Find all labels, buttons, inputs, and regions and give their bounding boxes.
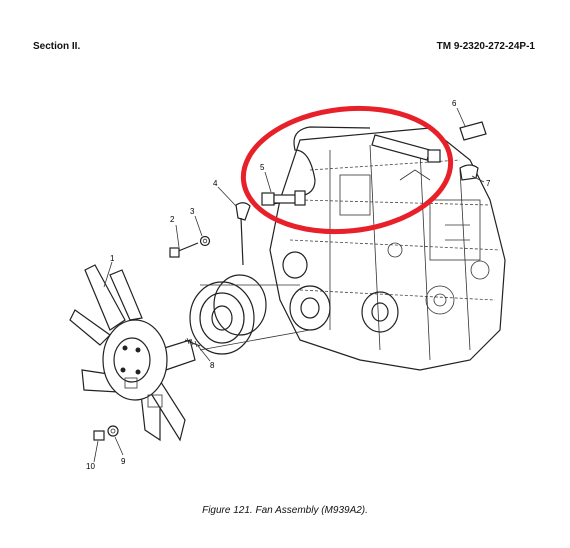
callout-5: 5 bbox=[260, 163, 265, 172]
engine-block bbox=[269, 127, 506, 371]
callout-3: 3 bbox=[190, 207, 195, 216]
callout-8: 8 bbox=[210, 361, 215, 370]
bolt-washer bbox=[169, 235, 211, 258]
callout-9: 9 bbox=[121, 457, 126, 466]
hose-assembly bbox=[261, 121, 487, 206]
leader-lines bbox=[93, 107, 485, 463]
stud bbox=[184, 337, 201, 348]
manual-number: TM 9-2320-272-24P-1 bbox=[436, 41, 535, 52]
callout-numbers: 1 2 3 4 5 6 7 8 9 10 bbox=[86, 99, 491, 471]
callout-2: 2 bbox=[170, 215, 175, 224]
callout-4: 4 bbox=[213, 179, 218, 188]
figure-caption: Figure 121. Fan Assembly (M939A2). bbox=[202, 505, 368, 516]
callout-1: 1 bbox=[110, 254, 115, 263]
callout-10: 10 bbox=[86, 462, 95, 471]
callout-6: 6 bbox=[452, 99, 457, 108]
elbow-fitting bbox=[235, 202, 251, 266]
fan bbox=[69, 264, 196, 442]
callout-7: 7 bbox=[486, 179, 491, 188]
pulleys bbox=[189, 251, 399, 355]
highlight-circle bbox=[240, 105, 454, 235]
nut-washer bbox=[93, 425, 119, 441]
section-label: Section II. bbox=[33, 41, 81, 52]
